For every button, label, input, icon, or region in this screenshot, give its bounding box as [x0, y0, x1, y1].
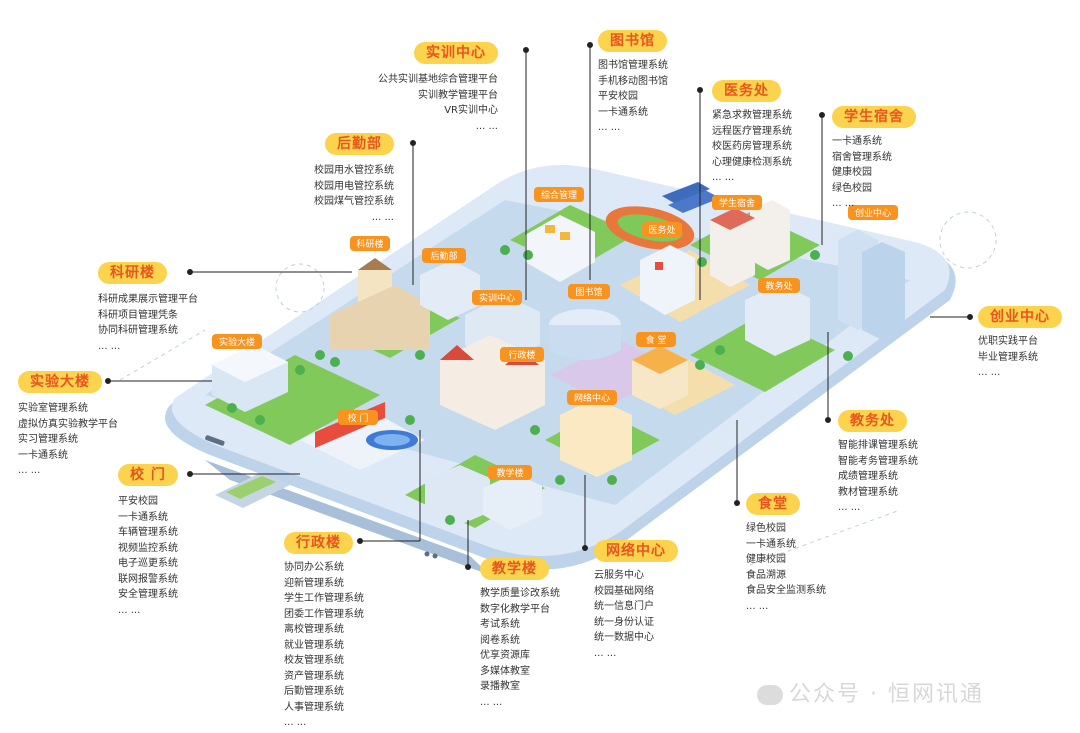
- leader-lines: [105, 42, 973, 570]
- svg-text:实训中心: 实训中心: [479, 292, 515, 304]
- callout-houqin: 后勤部 校园用水管控系统校园用电管控系统校园煤气管控系统... ...: [314, 133, 394, 225]
- svg-text:学生宿舍: 学生宿舍: [719, 197, 755, 209]
- callout-title: 食堂: [746, 493, 800, 515]
- callout-shitang: 食堂 绿色校园一卡通系统健康校园食品溯源食品安全监测系统... ...: [746, 493, 826, 614]
- map-label-wangluo: 网络中心: [567, 390, 617, 405]
- callout-title: 行政楼: [284, 532, 353, 554]
- map-label-xingzheng: 行政楼: [500, 347, 544, 362]
- svg-text:实验大楼: 实验大楼: [219, 336, 255, 348]
- callout-title: 教务处: [838, 410, 907, 432]
- map-label-keyan: 科研楼: [350, 236, 390, 251]
- callout-sushe: 学生宿舍 一卡通系统宿舍管理系统健康校园绿色校园... ...: [832, 106, 916, 212]
- map-label-yiwu: 医务处: [642, 222, 682, 237]
- svg-text:校 门: 校 门: [348, 412, 369, 424]
- svg-text:食 堂: 食 堂: [646, 334, 667, 346]
- map-label-shiyan: 实验大楼: [212, 334, 262, 349]
- callout-title: 实训中心: [414, 42, 498, 64]
- callout-chuangye: 创业中心 优职实践平台毕业管理系统... ...: [978, 306, 1062, 381]
- svg-text:教学楼: 教学楼: [496, 467, 523, 479]
- svg-text:行政楼: 行政楼: [508, 349, 535, 361]
- callout-xiaomen: 校 门 平安校园一卡通系统车辆管理系统视频监控系统电子巡更系统联网报警系统安全管…: [118, 464, 178, 618]
- dashed-lines: [119, 211, 997, 566]
- map-label-jiaowu: 教务处: [758, 278, 800, 293]
- callout-shiyan: 实验大楼 实验室管理系统虚拟仿真实验教学平台实习管理系统一卡通系统... ...: [18, 371, 118, 479]
- map-label-shixun: 实训中心: [472, 290, 522, 305]
- callout-title: 实验大楼: [18, 371, 102, 393]
- callout-jiaoxue: 教学楼 教学质量诊改系统数字化教学平台考试系统阅卷系统优享资源库多媒体教室录播教…: [480, 558, 560, 710]
- callout-title: 创业中心: [978, 306, 1062, 328]
- svg-text:网络中心: 网络中心: [574, 392, 610, 404]
- watermark: 公众号 · 恒网讯通: [757, 676, 984, 708]
- map-labels: 综合管理 医务处 学生宿舍 创业中心 科研楼 后勤部 实训中心 图书馆 教务处 …: [212, 187, 898, 480]
- svg-text:科研楼: 科研楼: [356, 238, 383, 250]
- map-label-chuangye: 创业中心: [848, 205, 898, 220]
- callout-yiwuchu: 医务处 紧急求救管理系统远程医疗管理系统校医药房管理系统心理健康检测系统... …: [712, 80, 792, 186]
- map-label-houqin: 后勤部: [422, 248, 466, 263]
- buildings: [212, 200, 905, 530]
- map-label-sushe: 学生宿舍: [712, 195, 762, 210]
- svg-text:创业中心: 创业中心: [855, 207, 891, 219]
- callout-tushuguan: 图书馆 图书馆管理系统手机移动图书馆平安校园一卡通系统... ...: [598, 30, 668, 136]
- map-label-zonghe: 综合管理: [534, 187, 584, 202]
- callout-title: 后勤部: [325, 133, 394, 155]
- callout-title: 科研楼: [98, 262, 167, 284]
- callout-title: 校 门: [118, 464, 178, 486]
- map-label-shitang: 食 堂: [636, 332, 676, 347]
- callout-title: 学生宿舍: [832, 106, 916, 128]
- svg-text:图书馆: 图书馆: [575, 286, 602, 298]
- callout-title: 教学楼: [480, 558, 549, 580]
- callout-keyan: 科研楼 科研成果展示管理平台科研项目管理凭条协同科研管理系统... ...: [98, 262, 198, 354]
- callout-title: 图书馆: [598, 30, 667, 52]
- callout-title: 网络中心: [594, 540, 678, 562]
- map-label-xiaomen: 校 门: [338, 410, 378, 425]
- wechat-icon: [757, 685, 783, 705]
- svg-text:医务处: 医务处: [648, 224, 675, 236]
- svg-text:教务处: 教务处: [765, 280, 792, 292]
- svg-text:综合管理: 综合管理: [541, 189, 577, 201]
- trees: [227, 245, 853, 525]
- callout-xingzheng: 行政楼 协同办公系统迎新管理系统学生工作管理系统团委工作管理系统离校管理系统就业…: [284, 532, 364, 731]
- map-label-jiaoxue: 教学楼: [488, 465, 532, 480]
- callout-wangluo: 网络中心 云服务中心校园基础网络统一信息门户统一身份认证统一数据中心... ..…: [594, 540, 678, 661]
- map-label-tushuguan: 图书馆: [568, 284, 610, 299]
- callout-jiaowu: 教务处 智能排课管理系统智能考务管理系统成绩管理系统教材管理系统... ...: [838, 410, 918, 516]
- callout-title: 医务处: [712, 80, 781, 102]
- svg-text:后勤部: 后勤部: [430, 250, 457, 262]
